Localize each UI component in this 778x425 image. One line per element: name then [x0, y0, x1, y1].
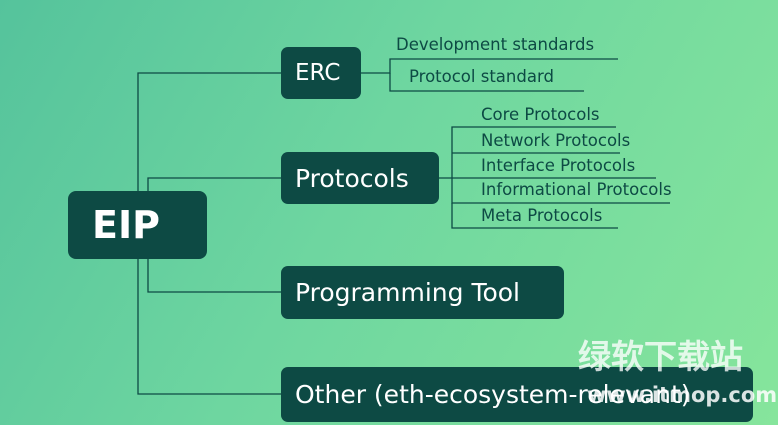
leaf-interface-protocols: Interface Protocols	[481, 156, 636, 175]
category-node-erc: ERC	[281, 47, 361, 99]
connector-root-protocols	[147, 177, 281, 191]
connector-protocols-meta	[451, 203, 618, 229]
leaf-meta-protocols: Meta Protocols	[481, 206, 603, 225]
connector-erc-development	[361, 58, 618, 74]
connector-root-programming	[147, 259, 281, 293]
watermark-url: www.itmop.com	[587, 383, 778, 407]
leaf-core-protocols: Core Protocols	[481, 105, 600, 124]
root-node-eip: EIP	[68, 191, 207, 259]
category-node-other: Other (eth-ecosystem-relevant)	[281, 367, 753, 422]
leaf-development-standards: Development standards	[396, 35, 595, 54]
watermark-logo-text: 绿软下载站	[578, 337, 743, 376]
connector-erc-protocol-standard	[389, 73, 584, 92]
connector-root-other	[137, 225, 281, 395]
leaf-informational-protocols: Informational Protocols	[481, 180, 672, 199]
leaf-network-protocols: Network Protocols	[481, 131, 631, 150]
leaf-protocol-standard: Protocol standard	[409, 67, 554, 86]
category-node-protocols: Protocols	[281, 152, 439, 204]
category-node-programming-tool: Programming Tool	[281, 266, 564, 319]
